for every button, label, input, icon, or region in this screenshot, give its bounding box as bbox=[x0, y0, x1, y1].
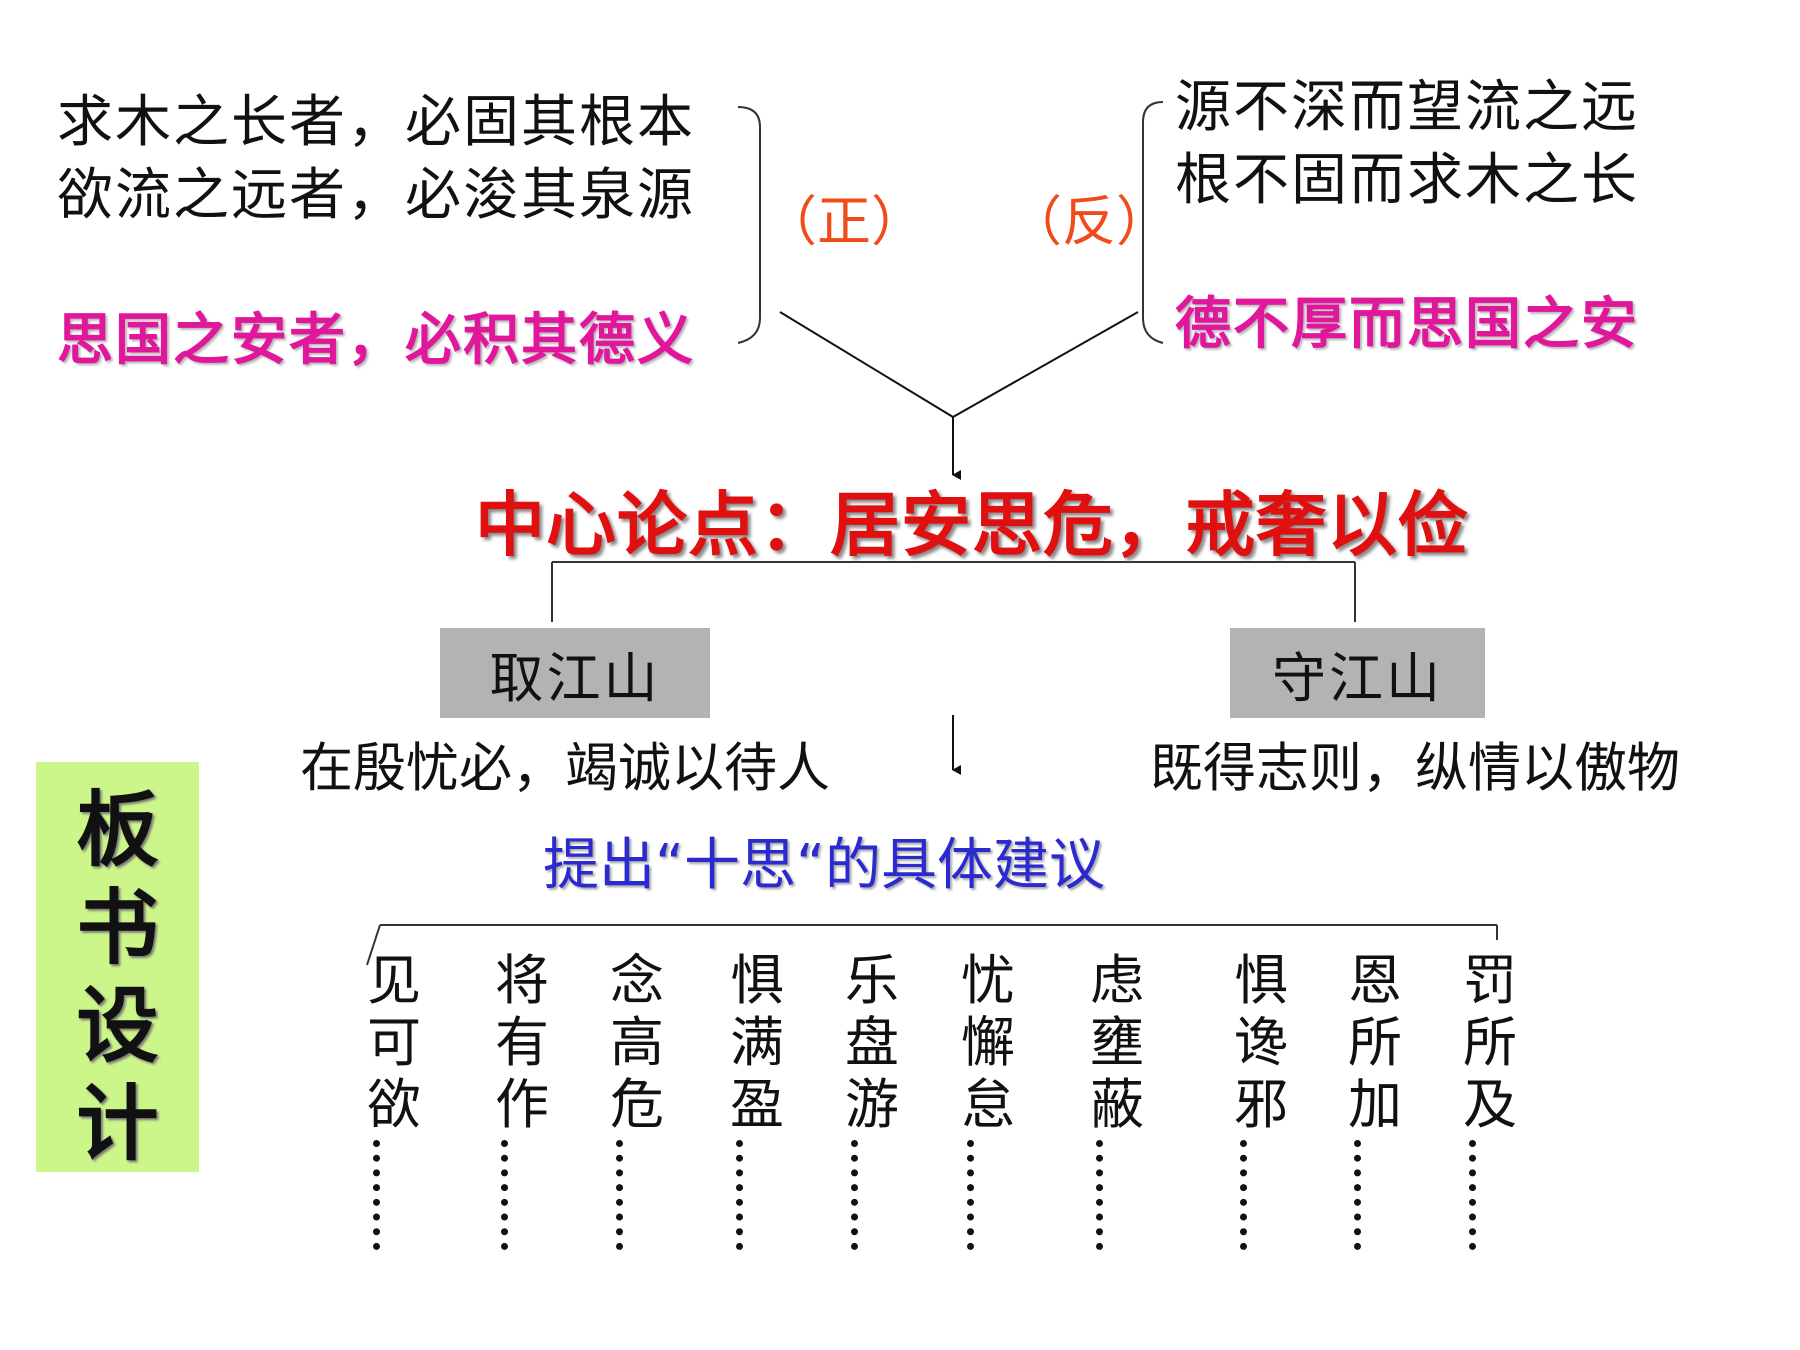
affirmative-line-3: 思国之安者，必积其德义 bbox=[57, 308, 695, 373]
gain-country-box: 取江山 bbox=[440, 628, 710, 718]
affirmative-brace bbox=[737, 106, 761, 344]
dotted-continuation bbox=[967, 1140, 982, 1250]
keep-country-text: 既得志则，纵情以傲物 bbox=[1150, 738, 1680, 799]
negative-brace bbox=[1142, 101, 1164, 344]
dotted-continuation bbox=[1096, 1140, 1111, 1250]
negative-line-1: 源不深而望流之远 bbox=[1175, 75, 1639, 140]
proposal-title: 提出“十思“的具体建议 bbox=[543, 833, 1106, 898]
thought-column: 惧谗邪 bbox=[1234, 949, 1288, 1136]
thought-column: 忧懈怠 bbox=[961, 949, 1015, 1136]
dotted-continuation bbox=[616, 1140, 631, 1250]
affirmative-line-2: 欲流之远者，必浚其泉源 bbox=[57, 163, 695, 228]
keep-country-box: 守江山 bbox=[1230, 628, 1485, 718]
negative-line-3: 德不厚而思国之安 bbox=[1175, 292, 1639, 357]
dotted-continuation bbox=[501, 1140, 516, 1250]
thought-column: 虑壅蔽 bbox=[1090, 949, 1144, 1136]
dotted-continuation bbox=[1469, 1140, 1484, 1250]
thought-column: 将有作 bbox=[495, 949, 549, 1136]
left-converge-line bbox=[779, 311, 954, 418]
affirmative-label: （正） bbox=[763, 190, 925, 253]
central-thesis: 中心论点：居安思危，戒奢以俭 bbox=[475, 484, 1469, 566]
gain-country-label: 取江山 bbox=[489, 646, 661, 710]
ten-thoughts-bracket-left bbox=[366, 924, 381, 966]
thought-column: 念高危 bbox=[610, 949, 664, 1136]
right-converge-line bbox=[952, 311, 1139, 418]
dotted-continuation bbox=[1240, 1140, 1255, 1250]
negative-label: （反） bbox=[1008, 190, 1170, 253]
negative-line-2: 根不固而求木之长 bbox=[1175, 148, 1639, 213]
dotted-continuation bbox=[373, 1140, 388, 1250]
board-design-title: 板书设计 bbox=[76, 783, 159, 1172]
thought-column: 惧满盈 bbox=[730, 949, 784, 1136]
gain-country-text: 在殷忧必，竭诚以待人 bbox=[300, 738, 830, 799]
thought-column: 罚所及 bbox=[1463, 949, 1517, 1136]
keep-country-label: 守江山 bbox=[1272, 646, 1443, 710]
board-design-label-box: 板书设计 bbox=[36, 762, 199, 1172]
affirmative-line-1: 求木之长者，必固其根本 bbox=[57, 90, 695, 155]
dotted-continuation bbox=[1354, 1140, 1369, 1250]
dotted-continuation bbox=[851, 1140, 866, 1250]
thought-column: 恩所加 bbox=[1348, 949, 1402, 1136]
thought-column: 见可欲 bbox=[367, 949, 421, 1136]
dotted-continuation bbox=[736, 1140, 751, 1250]
thought-column: 乐盘游 bbox=[845, 949, 899, 1136]
